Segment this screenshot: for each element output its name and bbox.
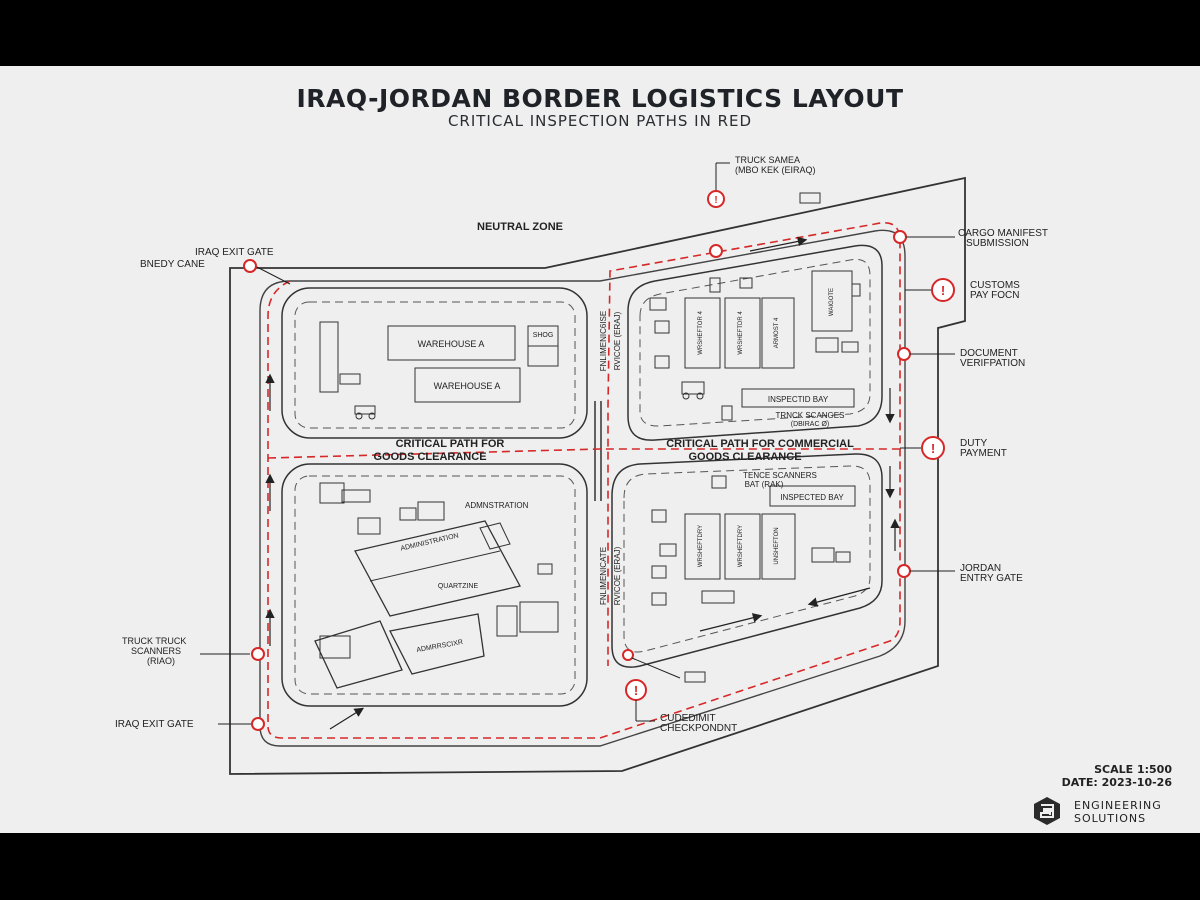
corridor-top-label-1: FNLIMENIC6ISE — [599, 311, 608, 371]
checkpoint-cargo-manifest: CARGO MANIFEST SUBMISSION — [893, 228, 1048, 249]
site-perimeter — [229, 176, 966, 775]
svg-text:!: ! — [931, 441, 935, 456]
critical-path-right-1: CRITICAL PATH FOR COMMERCIAL — [666, 438, 854, 450]
se-bay-3: UNSHEFTON — [774, 527, 780, 564]
callout-iraq-exit-top-2: BNEDY CANE — [140, 259, 205, 270]
site-plan: WAREHOUSE A WAREHOUSE A SHOG ADMNSTRATIO… — [115, 155, 1048, 775]
checkpoint-iraq-exit-bottom: IRAQ EXIT GATE — [115, 717, 265, 731]
callout-truck-scan-top-1: TRUCK SAMEA — [735, 155, 800, 165]
se-bay-1: WRSHEFTDRY — [698, 525, 704, 567]
corridor-top-label-2: RVICOE (ERAJ) — [613, 311, 622, 370]
admin-small-label: ADMRRSCIXR — [416, 639, 464, 654]
svg-text:!: ! — [714, 195, 717, 206]
callout-iraq-exit-bottom: IRAQ EXIT GATE — [115, 719, 194, 730]
svg-text:!: ! — [634, 683, 638, 698]
critical-path-route — [267, 222, 901, 739]
callout-customs-1: CUSTOMS — [970, 280, 1020, 291]
critical-path-right-2: GOODS CLEARANCE — [688, 451, 801, 463]
checkpoint-duty: ! DUTY PAYMENT — [900, 436, 1007, 460]
callout-document-2: VERIFPATION — [960, 358, 1025, 369]
inspected-bay-top: INSPECTID BAY — [768, 395, 829, 404]
company-name-line-1: ENGINEERING — [1074, 799, 1162, 812]
warehouse-a-bottom: WAREHOUSE A — [434, 381, 501, 391]
scale-label: SCALE 1:500 — [1094, 763, 1172, 776]
callout-checkpoint-2: CHECKPONDNT — [660, 723, 737, 734]
sw-quadrant: ADMNSTRATION ADMINISTRATION QUARTZINE AD… — [281, 463, 588, 707]
date-label: DATE: 2023-10-26 — [1061, 776, 1172, 789]
corridor-bottom-label-2: RVICOE (ERAJ) — [613, 546, 622, 605]
inspected-bay-bottom: INSPECTED BAY — [780, 493, 844, 502]
nw-quadrant: WAREHOUSE A WAREHOUSE A SHOG — [281, 287, 588, 439]
callout-iraq-exit-top-1: IRAQ EXIT GATE — [195, 247, 274, 258]
checkpoint-jordan-entry: JORDAN ENTRY GATE — [897, 563, 1023, 584]
checkpoint-truck-scan-top: ! TRUCK SAMEA (MBO KEK (EIRAQ) — [707, 155, 821, 258]
quarantine-label: QUARTZINE — [438, 583, 479, 590]
callout-duty-1: DUTY — [960, 438, 988, 449]
corridor-bottom-label-1: FNLIMENICATE — [599, 547, 608, 605]
warehouse-a-top: WAREHOUSE A — [418, 339, 485, 349]
callout-jordan-1: JORDAN — [960, 563, 1001, 574]
truck-scanners-top-1: TRNCK SCANGES — [776, 411, 845, 420]
callout-truck-scan-top-2: (MBO KEK (EIRAQ) — [735, 165, 816, 175]
ne-quadrant: WRSHEFTOR 4 WRSHEFTDR 4 ARMOST 4 WAIGOTE… — [627, 244, 883, 441]
se-quadrant: TENCE SCANNERS BAT (RAK) INSPECTED BAY W… — [611, 453, 883, 668]
callout-cargo-2: SUBMISSION — [966, 238, 1029, 249]
critical-path-left-1: CRITICAL PATH FOR — [396, 438, 505, 450]
checkpoint-document: DOCUMENT VERIFPATION — [897, 347, 1025, 369]
truck-scanners-bottom-1: TENCE SCANNERS — [743, 471, 817, 480]
callout-truck-scanners-2: SCANNERS — [131, 646, 181, 656]
diagram-subtitle: CRITICAL INSPECTION PATHS IN RED — [447, 112, 753, 130]
administration-label: ADMNSTRATION — [465, 501, 529, 510]
ne-bay-3: ARMOST 4 — [774, 317, 780, 348]
checkpoint-iraq-exit-top: IRAQ EXIT GATE BNEDY CANE — [140, 247, 291, 285]
svg-text:!: ! — [941, 283, 945, 298]
road-outer — [259, 229, 906, 747]
company-name-line-2: SOLUTIONS — [1074, 812, 1147, 825]
engineering-logo-icon — [1034, 797, 1060, 825]
neutral-zone-label: NEUTRAL ZONE — [477, 221, 563, 233]
truck-scanners-top-2: (DBIRAC Ø) — [791, 421, 830, 428]
truck-scanners-bottom-2: BAT (RAK) — [745, 480, 784, 489]
administration-block: ADMINISTRATION — [400, 532, 459, 552]
callout-duty-2: PAYMENT — [960, 448, 1007, 459]
callout-document-1: DOCUMENT — [960, 348, 1018, 359]
checkpoint-truck-scanners: TRUCK TRUCK SCANNERS (RIAO) — [122, 636, 265, 666]
shop-label: SHOG — [533, 332, 554, 339]
callout-cargo-1: CARGO MANIFEST — [958, 228, 1048, 239]
diagram-title: IRAQ-JORDAN BORDER LOGISTICS LAYOUT — [296, 84, 904, 113]
callout-truck-scanners-3: (RIAO) — [147, 656, 175, 666]
checkpoint-customs-exit: ! CUDEDIMIT CHECKPONDNT — [622, 649, 737, 734]
ne-right-building: WAIGOTE — [829, 288, 835, 316]
critical-path-left-2: GOODS CLEARANCE — [373, 451, 486, 463]
callout-checkpoint-1: CUDEDIMIT — [660, 713, 716, 724]
callout-jordan-2: ENTRY GATE — [960, 573, 1023, 584]
checkpoint-customs: ! CUSTOMS PAY FOCN — [905, 278, 1020, 302]
ne-bay-1: WRSHEFTOR 4 — [698, 311, 704, 355]
callout-customs-2: PAY FOCN — [970, 290, 1019, 301]
critical-path-cross — [267, 448, 900, 459]
company-logo-block: ENGINEERING SOLUTIONS — [1032, 796, 1182, 826]
ne-bay-2: WRSHEFTDR 4 — [738, 311, 744, 355]
se-bay-2: WRSHEFTDRY — [738, 525, 744, 567]
callout-truck-scanners-1: TRUCK TRUCK — [122, 636, 186, 646]
diagram-canvas: IRAQ-JORDAN BORDER LOGISTICS LAYOUT CRIT… — [0, 66, 1200, 833]
